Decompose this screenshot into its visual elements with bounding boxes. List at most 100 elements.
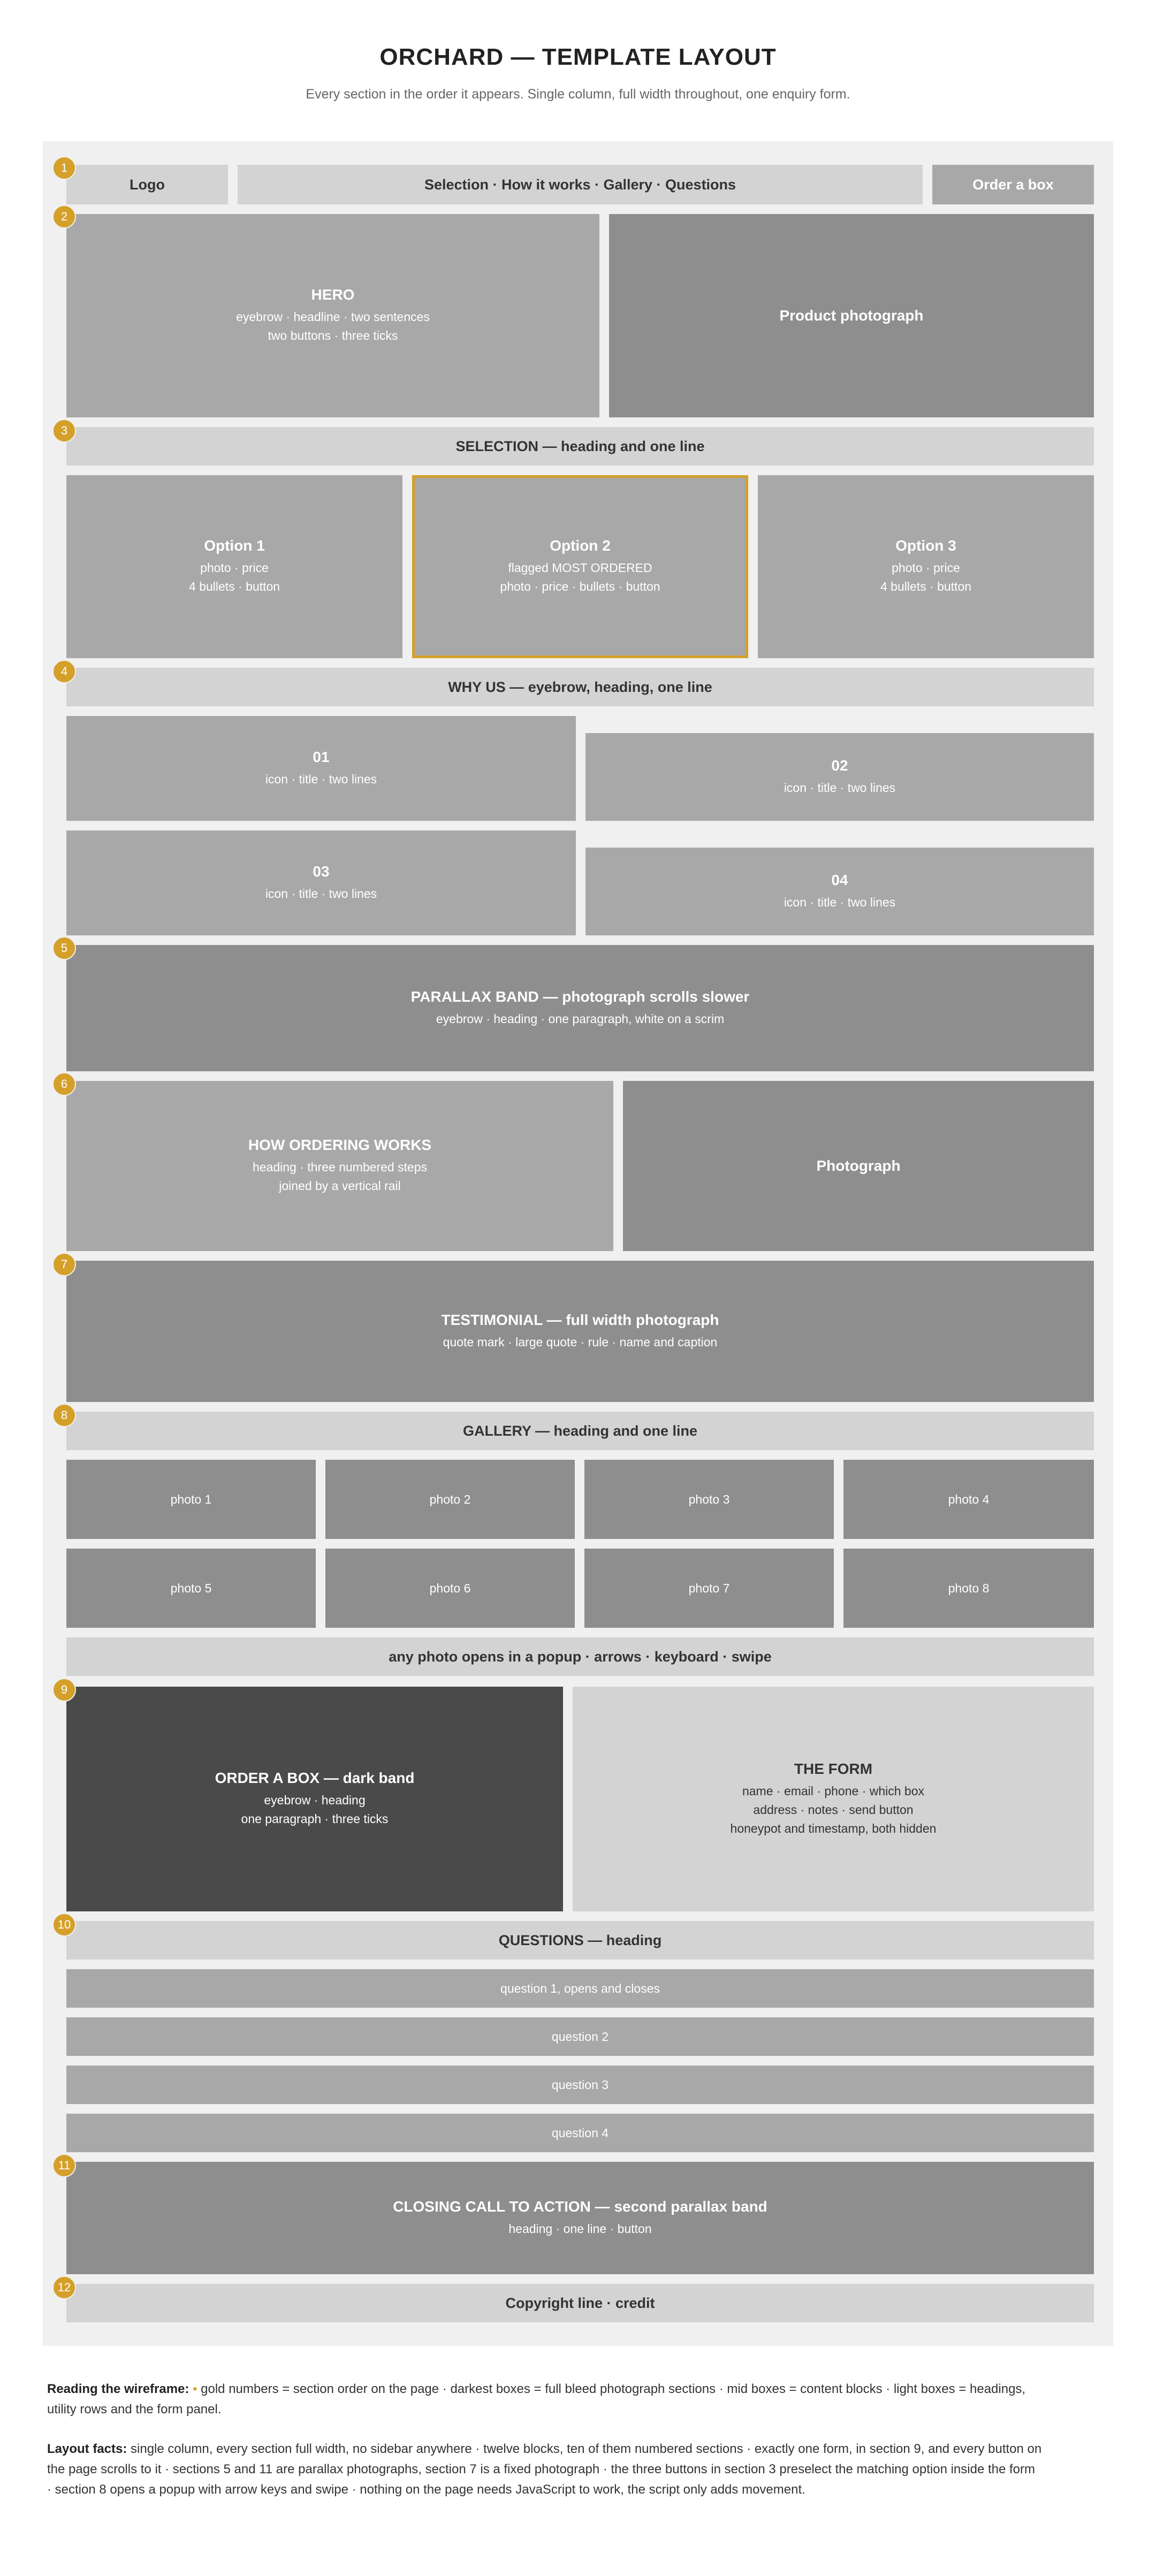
parallax-block: PARALLAX BAND — photograph scrolls slowe… bbox=[66, 945, 1094, 1071]
how-photo-label: Photograph bbox=[816, 1157, 901, 1174]
order-block: ORDER A BOX — dark band eyebrow · headin… bbox=[66, 1687, 563, 1911]
why-item-01-line: icon · title · two lines bbox=[265, 772, 377, 786]
option-2-line-1: flagged MOST ORDERED bbox=[508, 561, 652, 575]
section-number-badge: 9 bbox=[52, 1678, 76, 1702]
why-item-03-num: 03 bbox=[313, 863, 330, 880]
footer-band-label: Copyright line · credit bbox=[505, 2295, 655, 2311]
order-line-2: one paragraph · three ticks bbox=[241, 1812, 389, 1826]
why-item-01: 01 icon · title · two lines bbox=[66, 716, 576, 821]
section-number-badge: 7 bbox=[52, 1253, 76, 1276]
how-title: HOW ORDERING WORKS bbox=[248, 1137, 432, 1153]
section-number-badge: 4 bbox=[52, 660, 76, 683]
option-3-line-1: photo · price bbox=[892, 561, 960, 575]
option-3-title: Option 3 bbox=[895, 537, 956, 554]
gallery-photo-3: photo 3 bbox=[584, 1460, 834, 1539]
reading-note-label: Reading the wireframe: bbox=[47, 2382, 189, 2396]
testimonial-line: quote mark · large quote · rule · name a… bbox=[443, 1335, 718, 1349]
gallery-photo-3-label: photo 3 bbox=[688, 1492, 730, 1506]
closing-title: CLOSING CALL TO ACTION — second parallax… bbox=[393, 2198, 767, 2215]
how-line-2: joined by a vertical rail bbox=[279, 1179, 401, 1193]
option-1-line-2: 4 bullets · button bbox=[188, 580, 280, 593]
option-3-line-2: 4 bullets · button bbox=[880, 580, 972, 593]
questions-heading-block: QUESTIONS — heading bbox=[66, 1921, 1094, 1960]
order-line-1: eyebrow · heading bbox=[264, 1793, 366, 1807]
testimonial-block: TESTIMONIAL — full width photograph quot… bbox=[66, 1261, 1094, 1402]
section-number-badge: 10 bbox=[52, 1913, 76, 1937]
order-title: ORDER A BOX — dark band bbox=[215, 1770, 415, 1786]
layout-facts-text: single column, every section full width,… bbox=[47, 2442, 1042, 2497]
gallery-photo-8-label: photo 8 bbox=[948, 1581, 990, 1595]
nav-links-label: Selection · How it works · Gallery · Que… bbox=[424, 176, 736, 193]
option-3-block: Option 3 photo · price 4 bullets · butto… bbox=[758, 475, 1094, 658]
option-1-title: Option 1 bbox=[204, 537, 265, 554]
section-number-badge: 6 bbox=[52, 1072, 76, 1096]
hero-photo-label: Product photograph bbox=[779, 307, 924, 324]
section-number-badge: 12 bbox=[52, 2276, 76, 2299]
section-number-badge: 5 bbox=[52, 936, 76, 960]
form-panel-block: THE FORM name · email · phone · which bo… bbox=[573, 1687, 1094, 1911]
how-line-1: heading · three numbered steps bbox=[252, 1160, 428, 1174]
gallery-photo-8: photo 8 bbox=[843, 1549, 1094, 1628]
how-block: HOW ORDERING WORKS heading · three numbe… bbox=[66, 1081, 613, 1251]
form-line-1: name · email · phone · which box bbox=[742, 1784, 925, 1798]
gallery-note: any photo opens in a popup · arrows · ke… bbox=[389, 1648, 772, 1665]
hero-block: HERO eyebrow · headline · two sentences … bbox=[66, 214, 599, 417]
form-line-2: address · notes · send button bbox=[753, 1802, 914, 1817]
layout-facts-label: Layout facts: bbox=[47, 2442, 127, 2456]
option-2-line-2: photo · price · bullets · button bbox=[500, 580, 660, 593]
gallery-photo-7: photo 7 bbox=[584, 1549, 834, 1628]
why-item-02-line: icon · title · two lines bbox=[784, 780, 896, 795]
gallery-photo-5-label: photo 5 bbox=[170, 1581, 212, 1595]
nav-cta-block: Order a box bbox=[932, 165, 1094, 204]
form-title: THE FORM bbox=[794, 1760, 873, 1777]
selection-heading: SELECTION — heading and one line bbox=[455, 438, 705, 454]
question-1-label: question 1, opens and closes bbox=[500, 1981, 660, 1995]
section-number-badge: 11 bbox=[52, 2154, 76, 2177]
page-subtitle: Every section in the order it appears. S… bbox=[306, 87, 850, 102]
layout-facts-note: Layout facts: single column, every secti… bbox=[47, 2439, 1043, 2500]
gallery-photo-6-label: photo 6 bbox=[429, 1581, 471, 1595]
gallery-heading-block: GALLERY — heading and one line bbox=[66, 1412, 1094, 1450]
reading-note: Reading the wireframe: • gold numbers = … bbox=[47, 2379, 1043, 2420]
how-photo-block: Photograph bbox=[623, 1081, 1094, 1251]
testimonial-title: TESTIMONIAL — full width photograph bbox=[441, 1311, 719, 1328]
hero-photo-block: Product photograph bbox=[609, 214, 1094, 417]
section-number-badge: 2 bbox=[52, 205, 76, 228]
nav-logo-label: Logo bbox=[130, 176, 165, 193]
hero-line-2: two buttons · three ticks bbox=[268, 329, 398, 342]
parallax-line: eyebrow · heading · one paragraph, white… bbox=[436, 1011, 725, 1026]
page-title: ORCHARD — TEMPLATE LAYOUT bbox=[379, 44, 777, 70]
question-3-label: question 3 bbox=[551, 2077, 609, 2092]
question-1-row: question 1, opens and closes bbox=[66, 1969, 1094, 2008]
option-1-line-1: photo · price bbox=[200, 561, 269, 575]
hero-title: HERO bbox=[311, 286, 355, 303]
gallery-note-block: any photo opens in a popup · arrows · ke… bbox=[66, 1637, 1094, 1676]
gallery-photo-1-label: photo 1 bbox=[170, 1492, 212, 1506]
why-heading-block: WHY US — eyebrow, heading, one line bbox=[66, 668, 1094, 706]
option-1-block: Option 1 photo · price 4 bullets · butto… bbox=[66, 475, 402, 658]
section-number-badge: 8 bbox=[52, 1404, 76, 1427]
section-number-badge: 1 bbox=[52, 156, 76, 180]
gallery-photo-5: photo 5 bbox=[66, 1549, 316, 1628]
question-4-label: question 4 bbox=[551, 2125, 609, 2140]
why-item-04-num: 04 bbox=[831, 871, 848, 888]
gallery-photo-6: photo 6 bbox=[325, 1549, 575, 1628]
why-item-04: 04 icon · title · two lines bbox=[585, 848, 1094, 935]
option-2-block: Option 2 flagged MOST ORDERED photo · pr… bbox=[412, 475, 748, 658]
gallery-heading: GALLERY — heading and one line bbox=[462, 1422, 698, 1439]
why-item-03: 03 icon · title · two lines bbox=[66, 830, 576, 935]
why-item-03-line: icon · title · two lines bbox=[265, 886, 377, 901]
closing-block: CLOSING CALL TO ACTION — second parallax… bbox=[66, 2162, 1094, 2274]
why-heading: WHY US — eyebrow, heading, one line bbox=[448, 679, 712, 695]
gold-dot-icon: • bbox=[193, 2382, 197, 2396]
footer-band-block: Copyright line · credit bbox=[66, 2284, 1094, 2322]
hero-line-1: eyebrow · headline · two sentences bbox=[236, 310, 430, 324]
nav-links-block: Selection · How it works · Gallery · Que… bbox=[238, 165, 923, 204]
why-item-02-num: 02 bbox=[831, 757, 848, 774]
gallery-photo-7-label: photo 7 bbox=[688, 1581, 730, 1595]
nav-cta-label: Order a box bbox=[972, 176, 1054, 193]
question-2-row: question 2 bbox=[66, 2017, 1094, 2056]
closing-line: heading · one line · button bbox=[508, 2221, 652, 2236]
question-3-row: question 3 bbox=[66, 2066, 1094, 2104]
nav-logo-block: Logo bbox=[66, 165, 228, 204]
